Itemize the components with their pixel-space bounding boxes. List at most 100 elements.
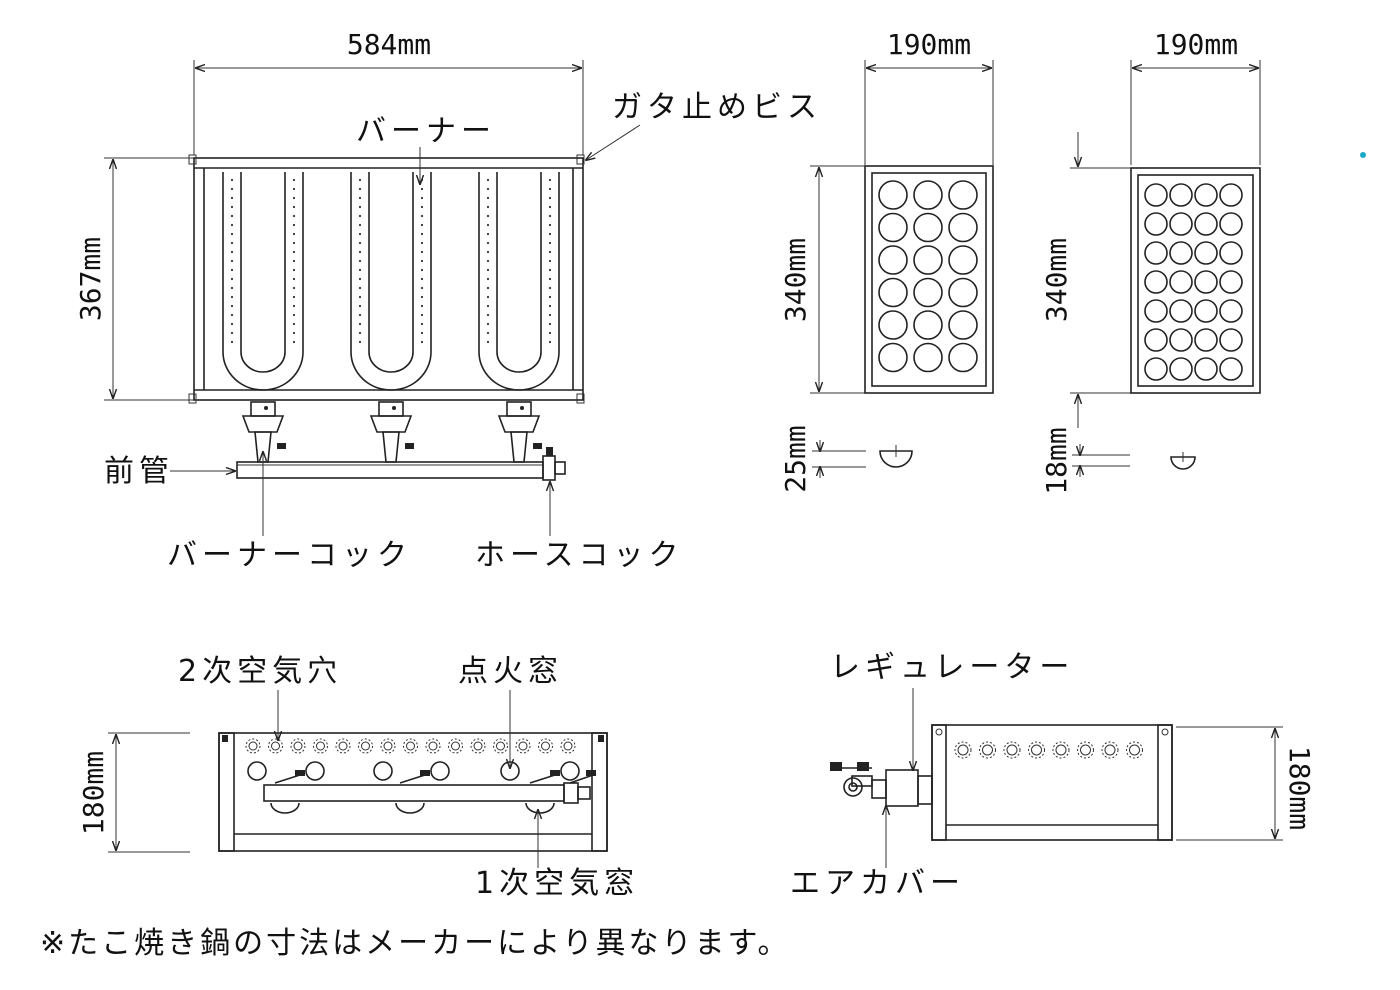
air-hole	[560, 738, 576, 754]
pan-hole	[913, 342, 943, 373]
side-view: 180mm レギュレーター エアカバー	[790, 650, 1316, 901]
air-hole	[448, 738, 463, 754]
primary-air-window-label: 1次空気窓	[475, 866, 639, 901]
regulator-assembly	[830, 762, 933, 807]
pan-hole	[913, 245, 943, 275]
pan-hole	[1219, 183, 1243, 207]
pan-hole	[948, 212, 978, 243]
burner-label: バーナー	[356, 114, 496, 149]
front-cock	[395, 770, 430, 814]
pan-b-holes	[1144, 183, 1243, 381]
accent-dot	[1360, 152, 1366, 158]
pan-b-width-dimension: 190mm	[1154, 28, 1238, 61]
air-hole	[335, 738, 351, 754]
pan-hole	[878, 245, 908, 275]
burner-cock	[369, 401, 414, 463]
pan-hole	[948, 180, 978, 210]
burner-tube	[222, 172, 304, 391]
top-height-dimension: 367mm	[74, 237, 107, 321]
top-view: 584mm 367mm ガタ止めビス バーナー	[74, 28, 822, 573]
stop-screw-label: ガタ止めビス	[612, 90, 822, 125]
pan-hole	[1219, 212, 1243, 236]
pan-b-height-dimension: 340mm	[1040, 238, 1073, 322]
pan-b-depth-dimension: 18mm	[1040, 427, 1073, 494]
burner-tube	[478, 172, 560, 391]
top-frame	[193, 157, 584, 401]
air-hole	[425, 738, 441, 754]
side-air-hole	[954, 741, 972, 759]
side-air-hole	[1101, 741, 1119, 759]
air-hole	[358, 738, 373, 754]
pan-a-width-dimension: 190mm	[887, 28, 971, 61]
air-hole	[470, 738, 486, 754]
pan-hole	[913, 310, 943, 340]
air-cover-label: エアカバー	[790, 866, 965, 901]
burner-cocks-assembly	[241, 401, 542, 463]
pan-hole	[1194, 357, 1218, 381]
pan-hole	[1194, 183, 1218, 207]
air-hole	[380, 738, 396, 754]
pan-hole	[1144, 241, 1168, 265]
pan-hole	[878, 180, 908, 210]
pan-hole	[1169, 328, 1193, 352]
side-air-hole	[1028, 741, 1045, 759]
burner-cock	[497, 401, 542, 463]
pan-hole	[1144, 357, 1168, 381]
pan-hole	[1194, 270, 1218, 294]
pan-hole	[1219, 241, 1243, 265]
pan-hole	[1194, 299, 1218, 323]
side-air-hole	[1126, 741, 1143, 759]
pan-hole	[1144, 270, 1168, 294]
hose-cock	[542, 447, 566, 481]
air-hole	[290, 738, 306, 754]
pan-hole	[878, 342, 908, 373]
ignition-windows	[247, 761, 580, 781]
pan-hole	[1219, 299, 1243, 323]
side-height-dimension: 180mm	[1283, 746, 1316, 830]
maker-note: ※たこ焼き鍋の寸法はメーカーにより異なります。	[40, 926, 791, 961]
air-hole	[268, 738, 283, 754]
ignition-window-label: 点火窓	[458, 654, 563, 689]
pan-hole	[1144, 328, 1168, 352]
top-width-dimension: 584mm	[347, 28, 431, 61]
burner-tube	[350, 172, 432, 391]
front-hose-cock	[569, 770, 597, 784]
air-hole	[313, 738, 328, 754]
pan-hole	[948, 245, 978, 275]
regulator-label: レギュレーター	[830, 650, 1074, 685]
side-air-hole	[1003, 741, 1021, 759]
pan-hole	[1169, 299, 1193, 323]
air-hole	[515, 738, 531, 754]
air-hole	[403, 738, 418, 754]
front-cock	[525, 770, 560, 814]
pan-hole	[1169, 183, 1193, 207]
pan-hole	[1219, 270, 1243, 294]
burner-cock-label: バーナーコック	[167, 538, 412, 573]
air-hole	[538, 738, 553, 754]
front-cock	[270, 770, 305, 814]
pan-hole	[878, 310, 908, 340]
pan-hole	[913, 212, 943, 243]
pan-a-depth-dimension: 25mm	[779, 425, 812, 492]
pan-hole	[1169, 212, 1193, 236]
burner-tubes	[222, 172, 560, 391]
secondary-air-holes	[245, 738, 576, 754]
air-hole	[493, 738, 508, 754]
pan-hole	[948, 277, 978, 308]
pan-hole	[1169, 357, 1193, 381]
pan-a-height-dimension: 340mm	[779, 238, 812, 322]
pan-hole	[878, 212, 908, 243]
air-hole	[245, 738, 261, 754]
pan-hole	[1194, 241, 1218, 265]
side-air-hole	[1052, 741, 1070, 759]
burner-cock	[241, 401, 286, 463]
pan-hole	[913, 180, 943, 210]
pan-hole	[1144, 183, 1168, 207]
front-view-pipe	[263, 784, 565, 802]
front-height-dimension: 180mm	[77, 751, 110, 835]
pan-hole	[1194, 328, 1218, 352]
pan-hole	[948, 310, 978, 340]
side-air-hole	[1077, 741, 1094, 759]
side-air-holes	[954, 741, 1143, 759]
